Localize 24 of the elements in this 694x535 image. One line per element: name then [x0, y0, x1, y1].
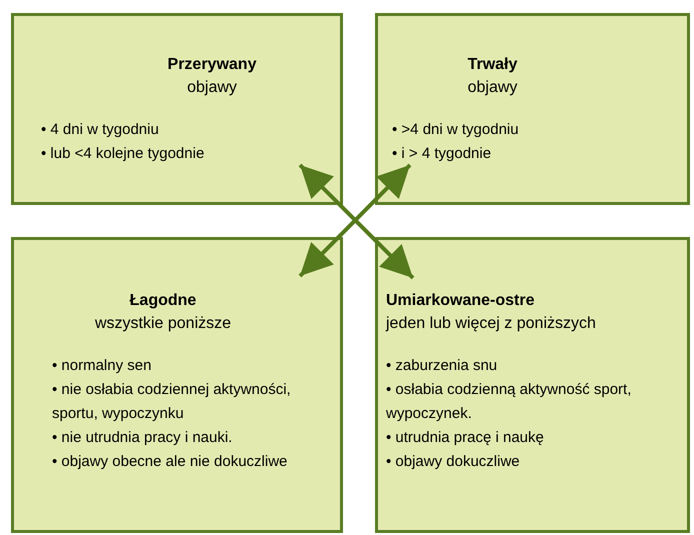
category-box — [11, 13, 343, 205]
box-title: Trwały — [466, 55, 518, 75]
bullet-item: • >4 dni w tygodniu — [392, 120, 520, 140]
category-box — [11, 237, 343, 533]
bullet-item: • i > 4 tygodnie — [392, 144, 492, 164]
box-subtitle: objawy — [186, 78, 238, 98]
bullet-item: • lub <4 kolejne tygodnie — [41, 144, 206, 164]
bullet-item: • osłabia codzienną aktywność sport, wypoczynek. — [386, 380, 632, 424]
box-title: Umiarkowane-ostre — [385, 291, 536, 311]
bullet-item: • objawy dokuczliwe — [386, 452, 521, 472]
bullet-item: • normalny sen — [52, 356, 152, 376]
bullet-item: • nie utrudnia pracy i nauki. — [52, 428, 234, 448]
bullet-item: • zaburzenia snu — [386, 356, 498, 376]
box-title: Łagodne — [128, 291, 198, 311]
category-box — [375, 13, 690, 205]
category-box — [375, 237, 690, 533]
box-subtitle: objawy — [466, 78, 518, 98]
bullet-item: • nie osłabia codziennej aktywności, sportu, wypoczynku — [52, 380, 292, 424]
box-subtitle: jeden lub więcej z poniższych — [384, 314, 597, 334]
bullet-item: • objawy obecne ale nie dokuczliwe — [52, 452, 288, 472]
box-title: Przerywany — [166, 55, 258, 75]
bullet-item: • utrudnia pracę i naukę — [386, 428, 545, 448]
bullet-item: • 4 dni w tygodniu — [41, 120, 160, 140]
box-subtitle: wszystkie poniższe — [94, 314, 232, 334]
